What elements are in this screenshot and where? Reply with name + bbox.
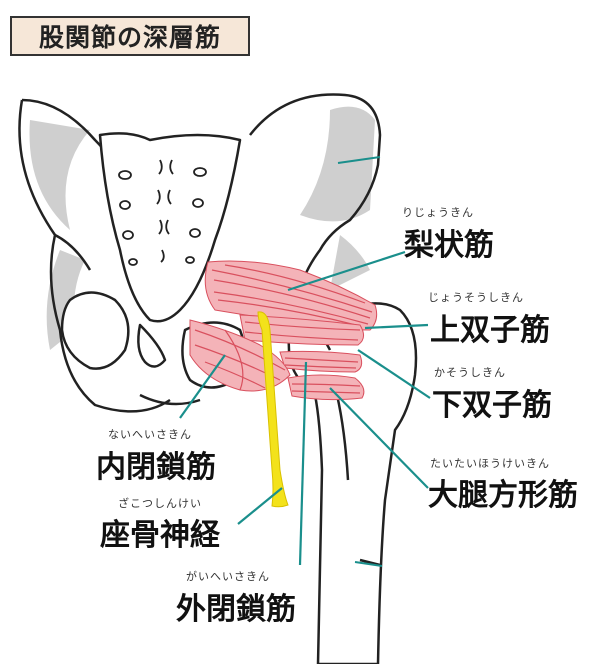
page-title: 股関節の深層筋 [10, 16, 250, 56]
leader-marks [337, 156, 383, 567]
obturator-externus-reading: がいへいさきん [186, 570, 270, 583]
obturator-externus-label: 外閉鎖筋 [176, 592, 296, 627]
piriformis-label: 梨状筋 [404, 228, 494, 263]
obturator-internus-label: 内閉鎖筋 [96, 450, 216, 485]
quadratus-femoris-muscle [287, 374, 365, 401]
leader-lines [179, 250, 431, 566]
inferior-gemellus-reading: かそうしきん [434, 366, 506, 379]
sacral-foramina [118, 159, 207, 266]
quadratus-femoris-label: 大腿方形筋 [428, 478, 578, 513]
inferior-gemellus-label: 下双子筋 [432, 388, 552, 423]
bone-shadows [29, 106, 375, 350]
sciatic-nerve-reading: ざこつしんけい [118, 497, 202, 510]
superior-gemellus-reading: じょうそうしきん [428, 291, 524, 304]
sciatic-nerve-label: 座骨神経 [100, 518, 220, 553]
obturator-internus-reading: ないへいさきん [108, 428, 192, 441]
quadratus-femoris-reading: たいたいほうけいきん [430, 457, 550, 470]
piriformis-reading: りじょうきん [402, 206, 474, 219]
sciatic-nerve [257, 311, 289, 508]
superior-gemellus-label: 上双子筋 [430, 313, 550, 348]
